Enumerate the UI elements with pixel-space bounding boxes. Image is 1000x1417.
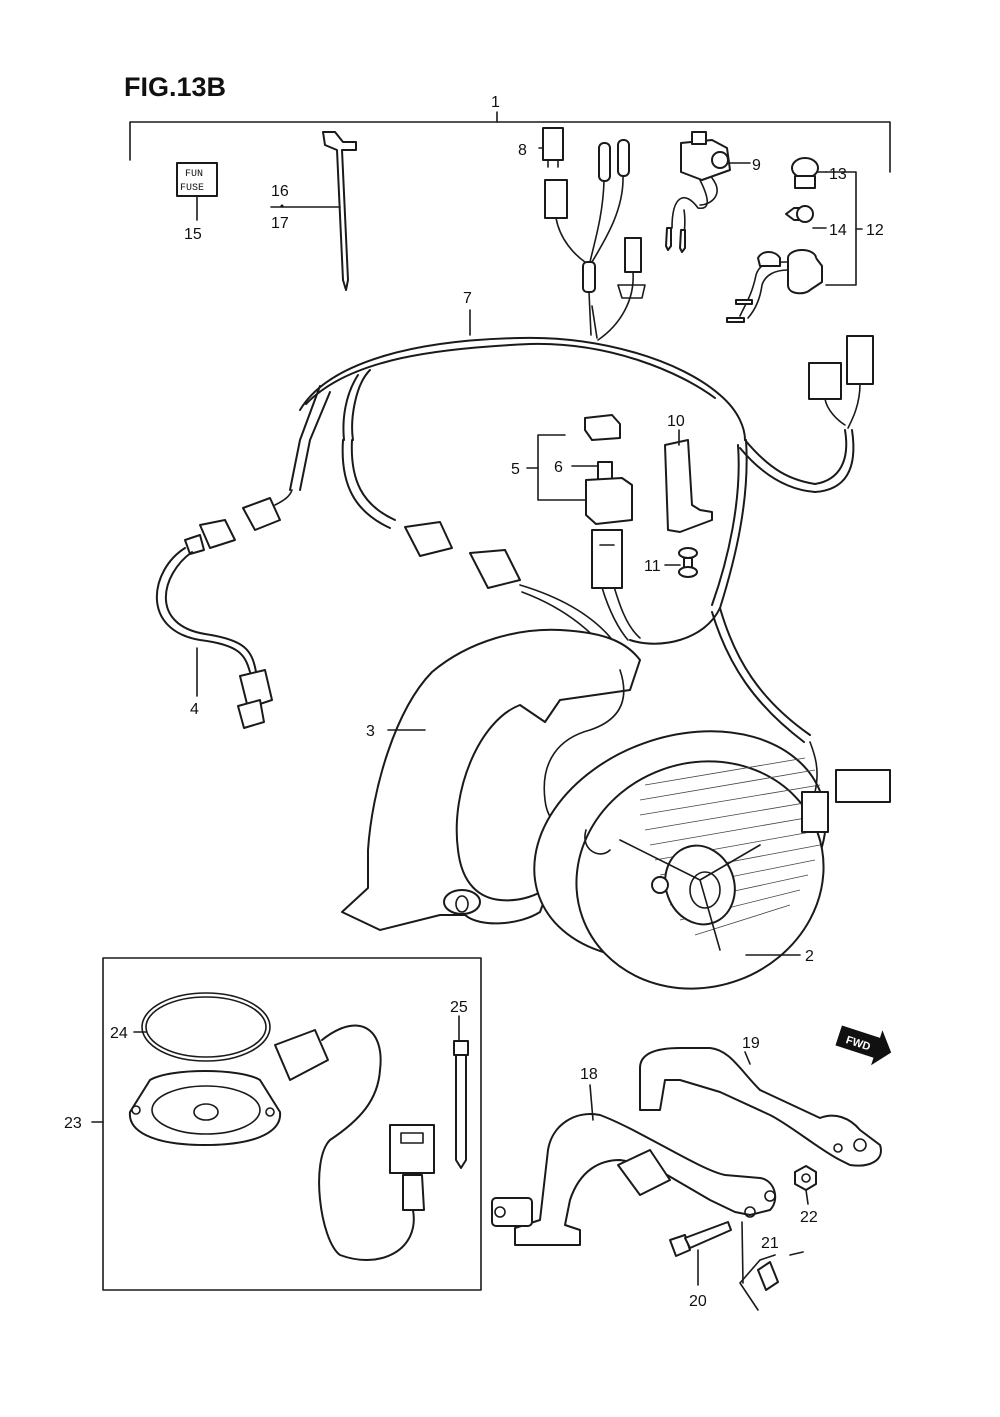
callout-12: 12: [866, 222, 884, 239]
fan-motor-2: [533, 730, 827, 990]
callout-14: 14: [829, 222, 847, 239]
callout-19: 19: [742, 1035, 760, 1052]
collar-21: [739, 1221, 804, 1311]
callout-23: 23: [64, 1115, 82, 1132]
callout-8: 8: [518, 142, 527, 159]
callout-10: 10: [667, 413, 685, 430]
callout-7: 7: [463, 290, 472, 307]
callout-25: 25: [450, 999, 468, 1016]
connector-8: [538, 127, 630, 339]
callout-6: 6: [554, 459, 563, 476]
fuse-card-line2: FUSE: [180, 183, 204, 194]
fan-shroud-3: [341, 628, 641, 931]
right-connectors: [808, 335, 874, 429]
callout-3: 3: [366, 723, 375, 740]
bracket-18: [491, 1084, 777, 1246]
callout-4: 4: [190, 701, 199, 718]
sensor-housing-23: [128, 1024, 435, 1261]
callout-17: 17: [271, 215, 289, 232]
inset-box: [102, 957, 482, 1291]
screw-11: [664, 547, 698, 578]
bracket-10: [664, 429, 713, 533]
callout-2: 2: [805, 948, 814, 965]
gasket-24: [133, 992, 271, 1062]
callout-15: 15: [184, 226, 202, 243]
kit-bracket: [129, 111, 891, 173]
callout-18: 18: [580, 1066, 598, 1083]
callout-24: 24: [110, 1025, 128, 1042]
callout-21: 21: [761, 1235, 779, 1252]
switch-9: [665, 131, 751, 253]
cable-tie-25: [453, 1015, 469, 1169]
callout-13: 13: [829, 166, 847, 183]
socket-12: [726, 157, 863, 323]
callout-22: 22: [800, 1209, 818, 1226]
sensor-4: [155, 489, 293, 729]
callout-9: 9: [752, 157, 761, 174]
fwd-arrow-badge: [835, 1025, 892, 1066]
alt-dot: [280, 204, 284, 208]
callout-1: 1: [491, 94, 500, 111]
nut-22: [794, 1165, 817, 1205]
relay-assembly-5: [526, 414, 633, 589]
figure-title: FIG.13B: [124, 72, 226, 102]
callout-20: 20: [689, 1293, 707, 1310]
fuse-card: [176, 162, 218, 221]
fuse-card-line1: FUN: [185, 169, 203, 180]
bracket-19: [639, 1047, 882, 1167]
branch-connector: [597, 237, 646, 341]
cable-tie-16: [270, 131, 357, 291]
callout-11: 11: [644, 558, 661, 575]
callout-5: 5: [511, 461, 520, 478]
fan-connector: [801, 741, 891, 833]
callout-16: 16: [271, 183, 289, 200]
bolt-20: [669, 1221, 732, 1286]
main-harness-7: [289, 309, 855, 743]
